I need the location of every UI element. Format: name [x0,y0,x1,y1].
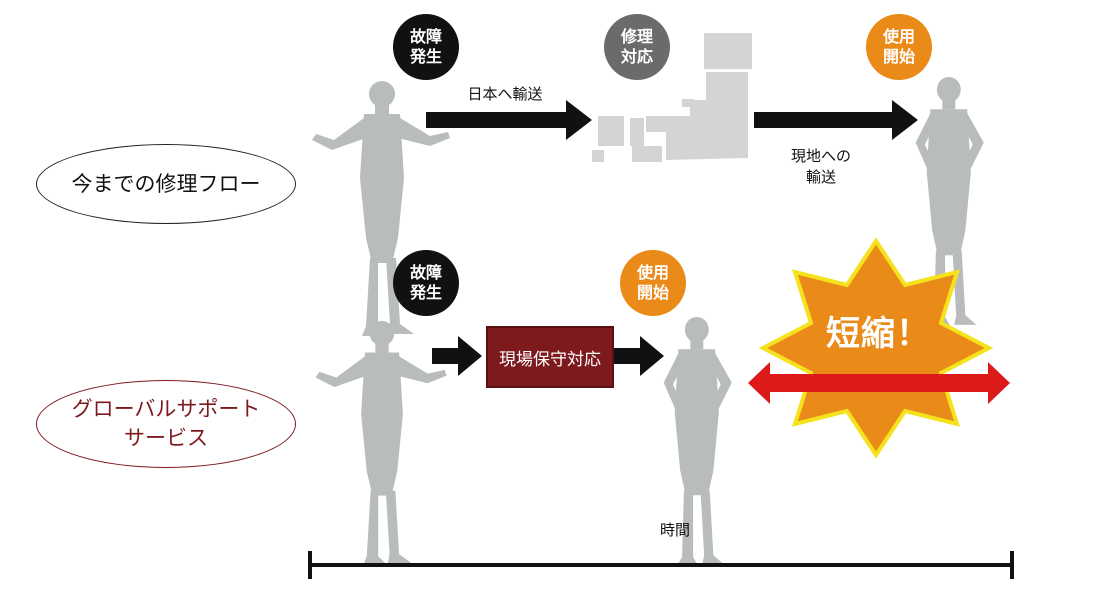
timeline-axis [308,551,1014,579]
ship-to-local-line2: 輸送 [805,168,836,186]
arrow-to-onsite [432,336,482,376]
shortened-starburst [758,237,994,459]
badge-line1: 使用 [636,263,669,282]
onsite-maintenance-text: 現場保守対応 [499,349,601,370]
shortened-label: 短縮！ [826,314,931,354]
red-double-arrow [748,362,1010,404]
japan-map-icon [592,33,752,162]
onsite-maintenance-box: 現場保守対応 [486,326,614,388]
global-support-text-line2: サービス [124,426,208,450]
badge-line2: 開始 [882,47,915,66]
failure-occurs-top-badge: 故障 発生 [393,14,459,80]
failure-occurs-bottom-badge: 故障 発生 [393,250,459,316]
conventional-flow-text: 今までの修理フロー [71,171,261,196]
ship-to-japan-label: 日本へ輸送 [467,85,543,103]
ship-to-local-line1: 現地への [790,147,851,165]
badge-line1: 修理 [620,27,653,46]
arrow-to-start [614,336,664,376]
badge-line1: 使用 [882,27,915,46]
global-support-label: グローバルサポート サービス [36,380,296,468]
arrow-to-japan [426,100,592,140]
person-silhouette-failure-bottom [315,320,447,566]
badge-line2: 対応 [620,47,653,66]
conventional-flow-label: 今までの修理フロー [36,144,296,224]
start-use-bottom-badge: 使用 開始 [620,250,686,316]
badge-line1: 故障 [409,263,442,282]
repair-response-badge: 修理 対応 [604,14,670,80]
arrow-to-local [754,100,918,140]
start-use-top-badge: 使用 開始 [866,14,932,80]
ship-to-local-label: 現地への 輸送 [766,146,876,188]
badge-line2: 発生 [409,283,442,302]
badge-line1: 故障 [409,27,442,46]
global-support-text-line1: グローバルサポート [71,397,261,421]
badge-line2: 開始 [636,283,669,302]
time-label: 時間 [659,521,690,539]
badge-line2: 発生 [409,47,442,66]
